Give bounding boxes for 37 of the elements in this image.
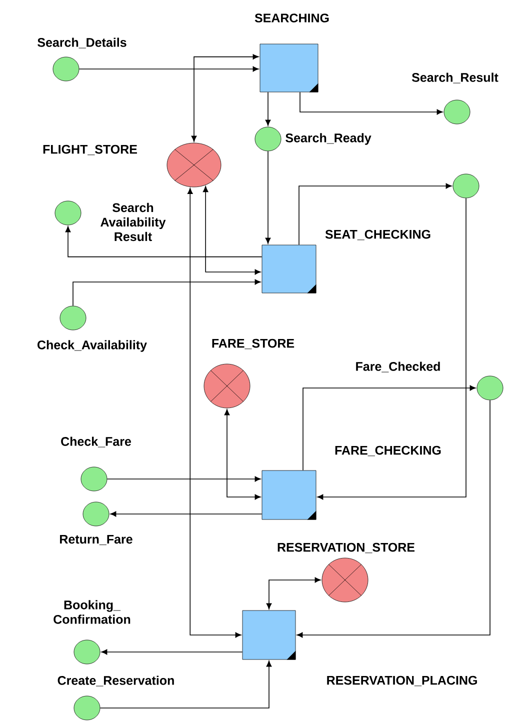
- place-circle: [452, 174, 480, 198]
- node-label: SEAT_CHECKING: [325, 230, 430, 240]
- node-label: SEARCHING: [254, 14, 329, 22]
- arrow: [65, 226, 262, 258]
- arrow: [100, 660, 272, 708]
- node-label: RESERVATION_STORE: [278, 542, 414, 554]
- node-label: FARE_CHECKING: [335, 446, 441, 456]
- arrow: [265, 150, 271, 244]
- node-label: Check_Availability: [38, 340, 147, 352]
- bidirectional-arrow: [266, 577, 321, 610]
- bidirectional-arrow: [224, 409, 261, 500]
- bidirectional-arrow: [202, 186, 261, 275]
- node-label: Return_Fare: [60, 534, 132, 546]
- arrow: [317, 198, 466, 500]
- node-label: FARE_STORE: [212, 338, 294, 350]
- arrow: [302, 385, 476, 471]
- node-label: Search Availability Result: [100, 202, 166, 242]
- arrow: [300, 92, 443, 115]
- node-label: FLIGHT_STORE: [43, 144, 137, 156]
- bidirectional-arrow: [187, 188, 242, 638]
- arrow: [298, 183, 452, 246]
- node-label: Create_Reservation: [58, 676, 174, 686]
- arrow: [296, 400, 490, 638]
- arrow: [265, 92, 271, 126]
- node-label: Booking_ Confirmation: [54, 600, 130, 624]
- node-label: Fare_Checked: [356, 362, 440, 372]
- arrow: [101, 649, 243, 655]
- node-label: RESERVATION_PLACING: [327, 676, 477, 686]
- arrow: [110, 511, 262, 517]
- bidirectional-arrow: [191, 54, 259, 142]
- arrow: [78, 66, 259, 72]
- arrow: [106, 476, 261, 482]
- arrow: [72, 279, 261, 306]
- node-label: Search_Result: [412, 72, 498, 84]
- node-label: Check_Fare: [61, 436, 131, 448]
- node-label: Search_Details: [38, 38, 126, 48]
- node-label: Search_Ready: [286, 133, 372, 145]
